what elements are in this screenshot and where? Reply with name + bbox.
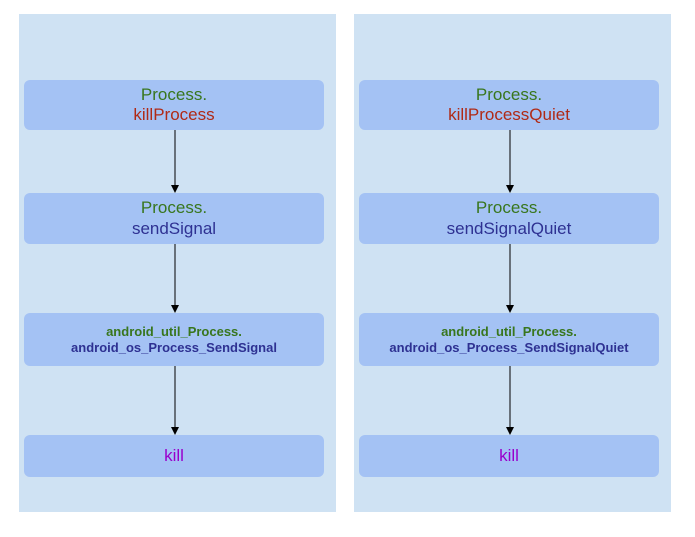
right-node3-class: android_util_Process. [441,323,577,339]
right-node3-method: android_os_Process_SendSignalQuiet [389,339,629,355]
right-node1-method: killProcessQuiet [448,105,570,124]
left-node1-method: killProcess [133,105,215,124]
left-node-kill: kill [24,435,324,477]
left-node4-syscall: kill [164,445,184,465]
right-node2-class: Process. [475,198,543,218]
left-node-native-send-signal: android_util_Process. android_os_Process… [24,313,324,366]
left-node2-class: Process. [140,198,208,218]
left-node3-class: android_util_Process. [106,323,242,339]
left-node2-method: sendSignal [131,218,217,238]
left-node-kill-process: Process. killProcess [24,80,324,130]
right-node-kill: kill [359,435,659,477]
left-node1-class: Process. [140,84,208,104]
right-node-send-signal-quiet: Process. sendSignalQuiet [359,193,659,244]
left-node3-method: android_os_Process_SendSignal [71,339,277,355]
left-node-send-signal: Process. sendSignal [24,193,324,244]
right-node-kill-process-quiet: Process. killProcessQuiet [359,80,659,130]
right-node1-class: Process. [475,84,543,104]
right-node4-syscall: kill [499,445,519,465]
right-node2-method: sendSignalQuiet [446,218,572,238]
right-node-native-send-signal-quiet: android_util_Process. android_os_Process… [359,313,659,366]
left-flow-panel: Process. killProcess Process. sendSignal… [19,14,336,512]
